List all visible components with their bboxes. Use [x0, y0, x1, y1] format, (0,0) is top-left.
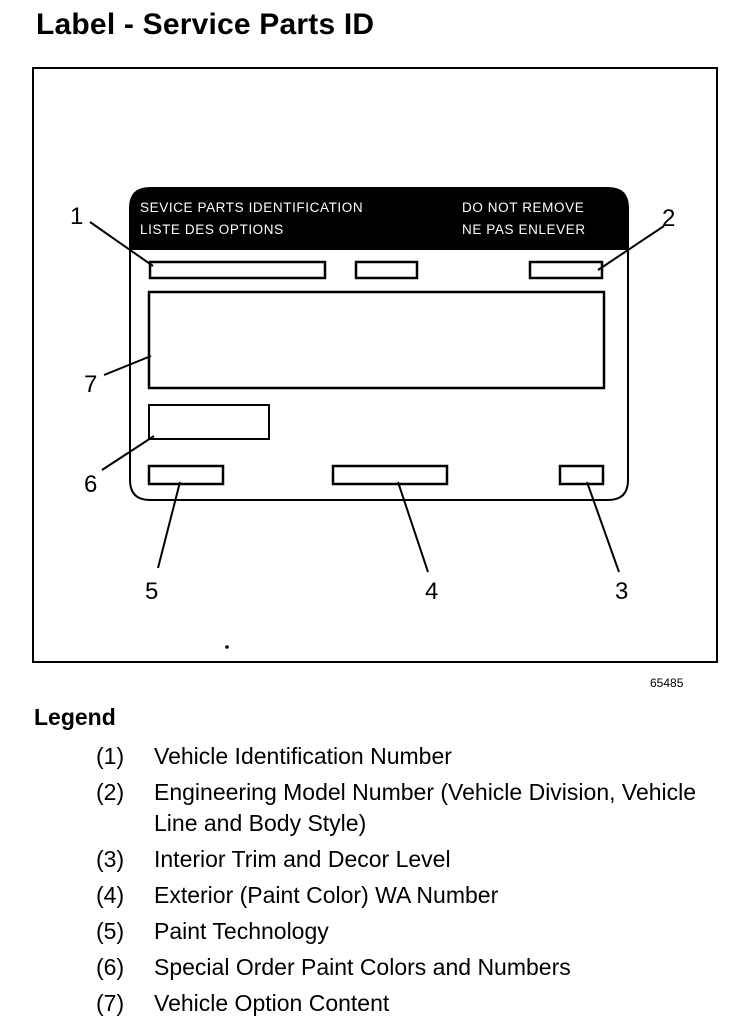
header-text-line2-left: LISTE DES OPTIONS [140, 222, 284, 237]
field-exterior-wa [331, 464, 449, 486]
header-text-line2-right: NE PAS ENLEVER [462, 222, 586, 237]
legend-item-number: (6) [96, 954, 125, 980]
legend-item-number: (5) [96, 918, 125, 944]
legend-item-7: (7) Vehicle Option Content [96, 988, 736, 1019]
legend-item-number: (2) [96, 779, 125, 805]
field-middle-top [354, 260, 419, 280]
legend-item-1: (1) Vehicle Identification Number [96, 741, 736, 772]
callout-7: 7 [84, 371, 97, 398]
field-model-number [528, 260, 604, 280]
legend-item-2: (2) Engineering Model Number (Vehicle Di… [96, 777, 736, 839]
leader-line-1 [89, 221, 154, 267]
field-interior-trim [558, 464, 605, 486]
figure-id: 65485 [650, 676, 684, 690]
callout-6: 6 [84, 471, 97, 498]
legend-item-number: (1) [96, 743, 125, 769]
legend-item-text: Interior Trim and Decor Level [154, 846, 451, 872]
legend-item-text: Special Order Paint Colors and Numbers [154, 954, 571, 980]
legend-item-text: Paint Technology [154, 918, 329, 944]
label-diagram: SEVICE PARTS IDENTIFICATION LISTE DES OP… [32, 67, 718, 663]
legend-item-number: (3) [96, 846, 125, 872]
field-option-content [147, 290, 606, 390]
legend-item-5: (5) Paint Technology [96, 916, 736, 947]
legend-item-text: Vehicle Option Content [154, 990, 390, 1016]
legend-item-6: (6) Special Order Paint Colors and Numbe… [96, 952, 736, 983]
field-paint-technology [147, 464, 225, 486]
legend-item-number: (7) [96, 990, 125, 1016]
page-title: Label - Service Parts ID [36, 8, 375, 41]
legend-item-number: (4) [96, 882, 125, 908]
legend-item-3: (3) Interior Trim and Decor Level [96, 844, 736, 875]
leader-line-6 [101, 435, 155, 471]
legend-item-text: Engineering Model Number (Vehicle Divisi… [154, 779, 697, 836]
leader-line-2 [597, 225, 665, 271]
legend-item-4: (4) Exterior (Paint Color) WA Number [96, 880, 736, 911]
legend-heading: Legend [34, 704, 116, 730]
leader-line-4 [397, 481, 429, 573]
figure-frame [32, 67, 718, 663]
field-vin [148, 260, 327, 280]
callout-2: 2 [662, 205, 675, 232]
leader-line-5 [157, 481, 181, 569]
callout-5: 5 [145, 578, 158, 605]
callout-4: 4 [425, 578, 438, 605]
header-text-line1-right: DO NOT REMOVE [462, 200, 584, 215]
legend-item-text: Vehicle Identification Number [154, 743, 452, 769]
leader-line-3 [586, 481, 620, 573]
callout-3: 3 [615, 578, 628, 605]
field-special-order-paint [148, 404, 270, 440]
legend-item-text: Exterior (Paint Color) WA Number [154, 882, 499, 908]
label-header-band [130, 188, 628, 250]
callout-1: 1 [70, 203, 83, 230]
legend-list: (1) Vehicle Identification Number (2) En… [96, 741, 736, 1024]
speck-mark [225, 645, 229, 649]
header-text-line1-left: SEVICE PARTS IDENTIFICATION [140, 200, 363, 215]
leader-line-7 [103, 355, 152, 376]
